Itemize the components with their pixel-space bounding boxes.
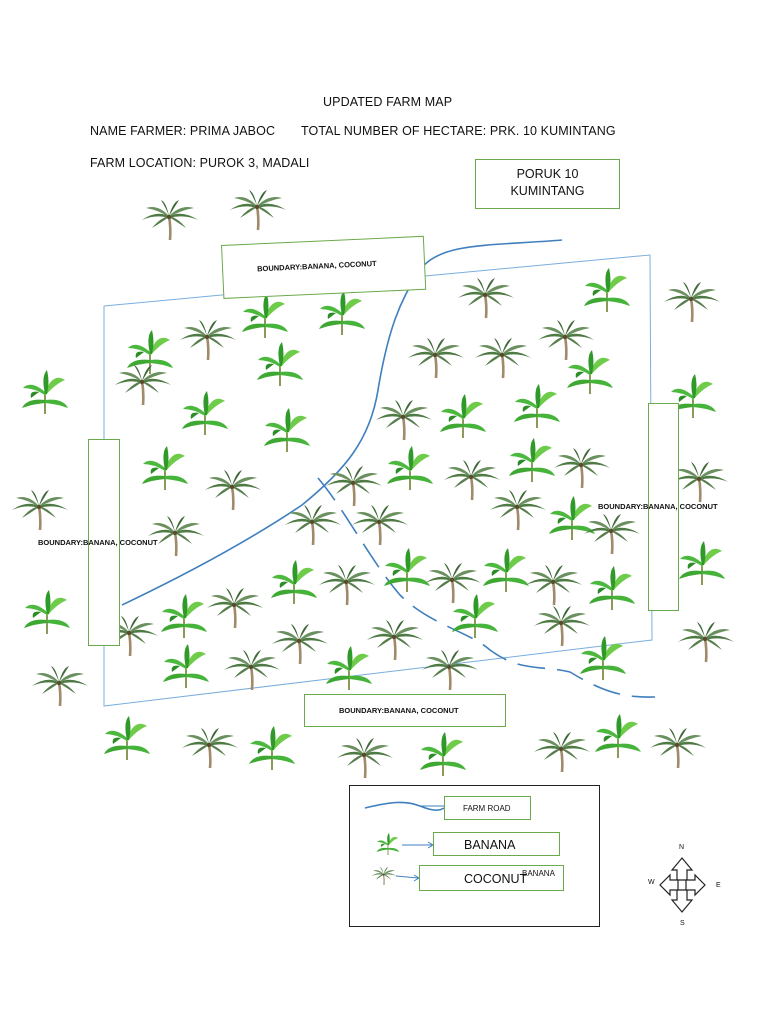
boundary-bottom-label: BOUNDARY:BANANA, COCONUT xyxy=(339,706,459,715)
farm-location: FARM LOCATION: PUROK 3, MADALI xyxy=(90,156,310,170)
compass-n: N xyxy=(679,844,685,851)
farm-road-branch xyxy=(317,477,656,698)
legend-banana: BANANA xyxy=(433,832,560,856)
legend-farm-road: FARM ROAD xyxy=(444,796,531,820)
boundary-left-box xyxy=(88,439,120,646)
legend-coconut: COCONUT BANANA xyxy=(419,865,564,891)
boundary-top-label: BOUNDARY:BANANA, COCONUT xyxy=(256,258,377,274)
compass-w: W xyxy=(648,879,655,886)
place-box-line2: KUMINTANG xyxy=(510,184,585,198)
tree-group-inside xyxy=(100,276,642,692)
farmer-name: NAME FARMER: PRIMA JABOC xyxy=(90,124,276,138)
map-title: UPDATED FARM MAP xyxy=(323,95,453,109)
legend-coconut-arrow xyxy=(395,875,419,879)
farm-road xyxy=(121,239,563,606)
boundary-top-box: BOUNDARY:BANANA, COCONUT xyxy=(221,235,427,299)
boundary-right-box xyxy=(648,403,679,611)
parcel-boundary xyxy=(103,254,653,707)
compass-s: S xyxy=(680,920,685,927)
boundary-right-label: BOUNDARY:BANANA, COCONUT xyxy=(598,502,718,511)
legend-banana-label: BANANA xyxy=(464,838,516,852)
legend-stray-label: BANANA xyxy=(522,869,555,878)
legend-box xyxy=(349,785,600,927)
compass-icon xyxy=(659,857,706,913)
boundary-left-label: BOUNDARY:BANANA, COCONUT xyxy=(38,538,158,547)
boundary-bottom-box: BOUNDARY:BANANA, COCONUT xyxy=(304,694,506,727)
total-hectare: TOTAL NUMBER OF HECTARE: PRK. 10 KUMINTA… xyxy=(301,124,616,138)
place-box-line1: PORUK 10 xyxy=(516,167,579,181)
legend-coconut-label: COCONUT xyxy=(464,872,528,886)
place-box: PORUK 10 KUMINTANG xyxy=(475,159,620,209)
compass-e: E xyxy=(716,882,721,889)
legend-farm-road-label: FARM ROAD xyxy=(463,804,511,813)
